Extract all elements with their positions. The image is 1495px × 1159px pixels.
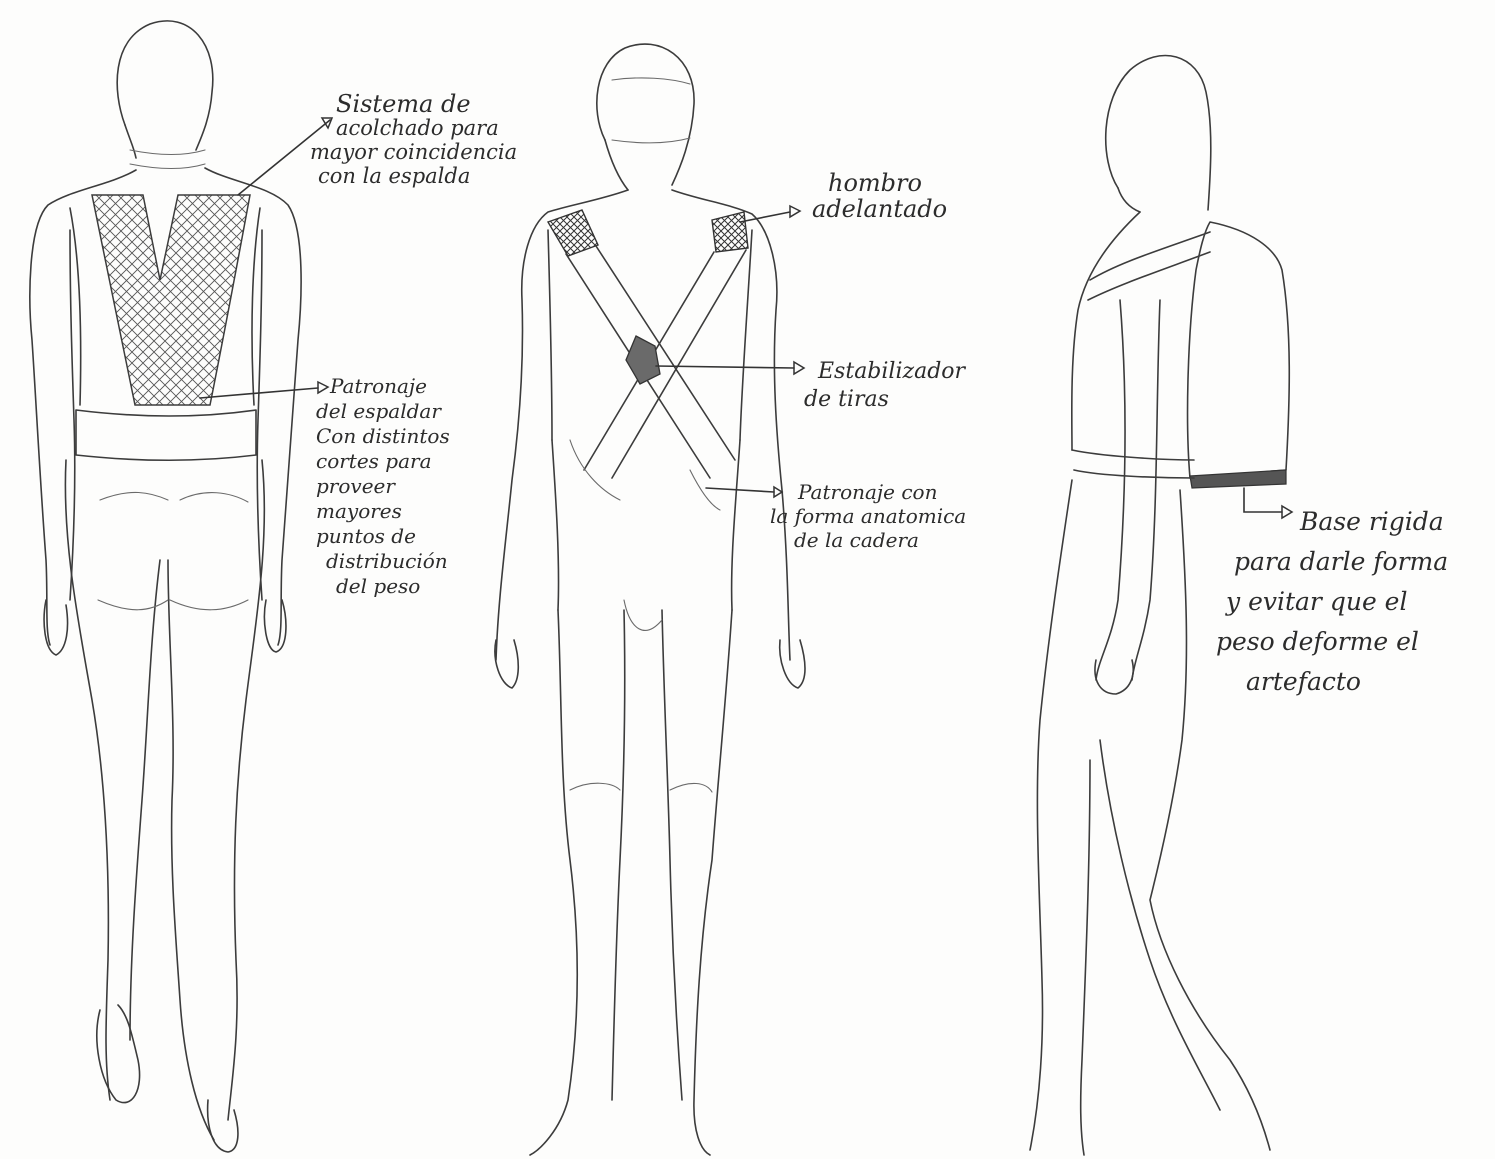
note-line: y evitar que el: [1226, 582, 1448, 622]
note-line: de la cadera: [794, 528, 966, 552]
backpack-body: [1188, 222, 1290, 478]
backpack-rigid-base: [1190, 470, 1286, 488]
note-line: del peso: [336, 574, 450, 599]
note-line: distribución: [326, 549, 450, 574]
note-line: mayores: [316, 499, 450, 524]
front-view-figure: [495, 44, 805, 1155]
back-padding-panel: [92, 195, 250, 405]
note-line: la forma anatomica: [770, 504, 966, 528]
annotation-base-rigida: Base rigida para darle forma y evitar qu…: [1216, 502, 1448, 702]
note-line: puntos de: [316, 524, 450, 549]
note-line: Con distintos: [316, 424, 450, 449]
note-line: con la espalda: [318, 164, 517, 188]
note-line: proveer: [316, 474, 450, 499]
note-line: acolchado para: [336, 116, 517, 140]
note-line: Estabilizador: [818, 358, 965, 386]
note-line: del espaldar: [316, 399, 450, 424]
annotation-patronaje-cadera: Patronaje con la forma anatomica de la c…: [784, 480, 966, 552]
note-line: cortes para: [316, 449, 450, 474]
back-view-figure: [30, 21, 301, 1152]
note-line: Base rigida: [1300, 502, 1448, 542]
annotation-acolchado: Sistema de acolchado para mayor coincide…: [336, 92, 517, 188]
note-line: Sistema de: [336, 92, 517, 116]
note-line: artefacto: [1246, 662, 1448, 702]
note-line: hombro: [828, 170, 947, 196]
strap-stabilizer: [626, 336, 660, 384]
left-shoulder-pad: [548, 210, 598, 256]
note-line: de tiras: [804, 386, 965, 414]
annotation-hombro: hombro adelantado: [812, 170, 947, 222]
note-line: Patronaje con: [798, 480, 966, 504]
right-shoulder-pad: [712, 212, 748, 252]
note-line: mayor coincidencia: [310, 140, 517, 164]
annotation-estabilizador: Estabilizador de tiras: [804, 358, 965, 414]
annotation-patronaje-espaldar: Patronaje del espaldar Con distintos cor…: [316, 374, 450, 599]
note-line: Patronaje: [330, 374, 450, 399]
note-line: peso deforme el: [1216, 622, 1448, 662]
note-line: para darle forma: [1234, 542, 1448, 582]
note-line: adelantado: [812, 196, 947, 222]
